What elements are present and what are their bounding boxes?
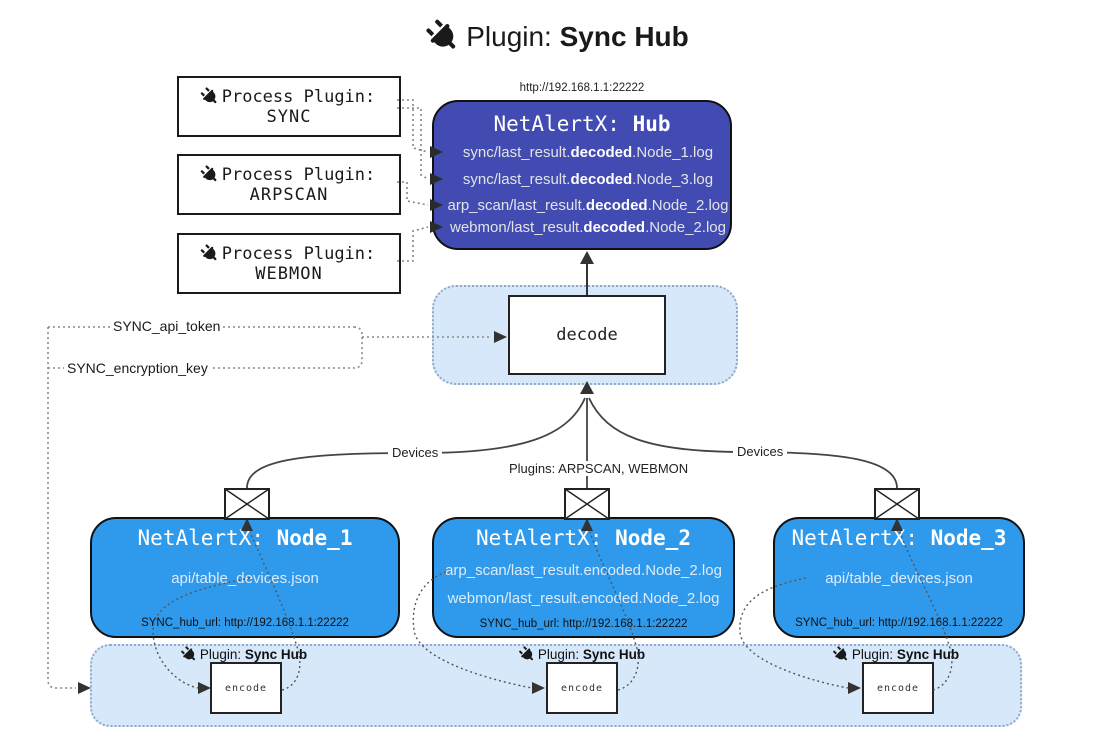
process-plugin-connectors: [397, 99, 429, 262]
encoder-2-box: encode: [546, 662, 618, 714]
title-bold: Sync Hub: [559, 21, 689, 52]
node-2-hub-url: SYNC_hub_url: http://192.168.1.1:22222: [479, 618, 688, 630]
encoder-3-label: Plugin: Sync Hub: [822, 644, 972, 665]
plug-icon: [831, 644, 851, 665]
process-plugin-webmon: Process Plugin: WEBMON: [177, 233, 401, 294]
node-3-line: api/table_devices.json: [825, 570, 973, 587]
hub-log-line: arp_scan/last_result.decoded.Node_2.log: [447, 197, 729, 214]
page-title-text: Plugin: Sync Hub: [466, 21, 689, 53]
process-plugin-sync: Process Plugin: SYNC: [177, 76, 401, 137]
process-plugin-label: Process Plugin:: [221, 164, 376, 185]
title-prefix: Plugin:: [466, 21, 560, 52]
page-title: Plugin: Sync Hub: [0, 14, 1117, 60]
encoder-3-box: encode: [862, 662, 934, 714]
node-1-line: api/table_devices.json: [171, 570, 319, 587]
encoder-2-label: Plugin: Sync Hub: [508, 644, 658, 665]
envelope-icon: [564, 488, 610, 520]
edge-label-devices-left: Devices: [388, 445, 443, 460]
encoder-1-box: encode: [210, 662, 282, 714]
plug-icon: [179, 644, 199, 665]
process-plugin-label: Process Plugin:: [221, 86, 376, 107]
hub-title-bold: Hub: [632, 112, 671, 136]
hub-log-line: webmon/last_result.decoded.Node_2.log: [450, 219, 726, 236]
node-3-title: NetAlertX: Node_3: [791, 526, 1007, 550]
process-plugin-label: Process Plugin:: [221, 243, 376, 264]
edge-label-devices-right: Devices: [733, 444, 788, 459]
node-1-hub-url: SYNC_hub_url: http://192.168.1.1:22222: [141, 617, 349, 629]
plug-icon: [198, 242, 221, 265]
hub-title: NetAlertX: Hub: [432, 112, 732, 136]
envelope-icon: [224, 488, 270, 520]
decode-box: decode: [508, 295, 666, 375]
process-plugin-name: WEBMON: [255, 263, 323, 284]
node-2-line: arp_scan/last_result.encoded.Node_2.log: [445, 562, 722, 579]
edge-label-plugins: Plugins: ARPSCAN, WEBMON: [505, 461, 693, 476]
plug-icon: [198, 163, 221, 186]
process-plugin-name: SYNC: [266, 106, 312, 127]
hub-log-line: sync/last_result.decoded.Node_1.log: [462, 144, 714, 161]
node-3-hub-url: SYNC_hub_url: http://192.168.1.1:22222: [795, 617, 1003, 629]
node-2-line: webmon/last_result.encoded.Node_2.log: [447, 590, 720, 607]
node-1-title: NetAlertX: Node_1: [137, 526, 353, 550]
process-plugin-name: ARPSCAN: [249, 184, 329, 205]
hub-title-prefix: NetAlertX:: [493, 112, 633, 136]
encoder-1-label: Plugin: Sync Hub: [170, 644, 320, 665]
plug-icon: [517, 644, 537, 665]
sync-encryption-key-label: SYNC_encryption_key: [64, 360, 211, 376]
node-2-title: NetAlertX: Node_2: [476, 526, 691, 550]
envelope-icons: [224, 488, 920, 520]
sync-api-token-label: SYNC_api_token: [110, 318, 224, 334]
process-plugin-arpscan: Process Plugin: ARPSCAN: [177, 154, 401, 215]
hub-box: [432, 100, 732, 250]
hub-log-line: sync/last_result.decoded.Node_3.log: [462, 171, 714, 188]
envelope-icon: [874, 488, 920, 520]
hub-url-label: http://192.168.1.1:22222: [519, 82, 645, 94]
plug-icon: [198, 85, 221, 108]
plug-icon: [422, 15, 464, 57]
